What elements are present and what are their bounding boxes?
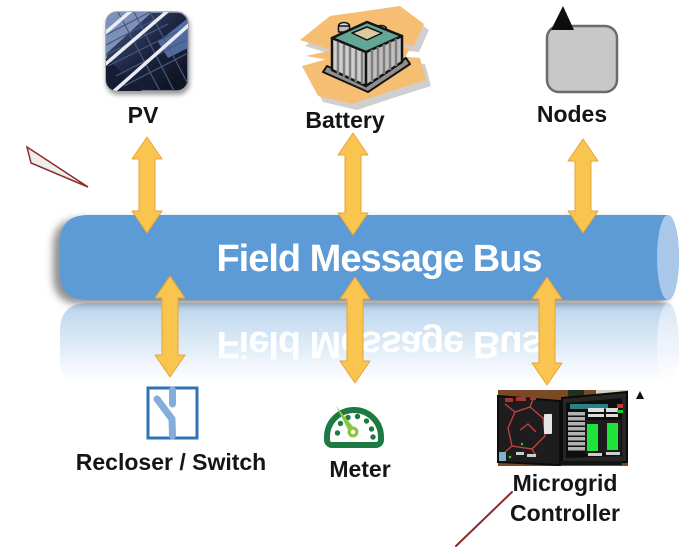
recloser-switch-symbol-icon [146, 386, 199, 440]
laser-pointer-streak-top-left [25, 145, 89, 188]
meter-label: Meter [329, 456, 390, 482]
battery-label: Battery [305, 107, 384, 133]
nodes-group: Nodes [537, 6, 619, 127]
bus-arrows [131, 132, 599, 386]
recloser-bus-arrow [154, 275, 186, 378]
battery-group: Battery [300, 6, 431, 133]
node-box-icon [545, 6, 619, 94]
field-message-bus: Field Message Bus [60, 215, 680, 300]
meter-bus-arrow [339, 276, 371, 384]
pv-bus-arrow [131, 136, 163, 234]
recloser-group: Recloser / Switch [76, 386, 266, 475]
small-triangle-marker [636, 391, 644, 399]
battery-bus-arrow [337, 132, 369, 236]
microgrid-bus-arrow [531, 276, 563, 386]
bus-end-cap [657, 215, 679, 300]
solar-panel-photo-icon [105, 11, 189, 92]
meter-group: Meter [324, 406, 391, 482]
pv-group: PV [105, 11, 189, 128]
microgrid-label-line2: Controller [510, 500, 620, 526]
control-room-photo-icon [497, 390, 628, 467]
battery-clipart-icon [300, 6, 431, 110]
pv-label: PV [128, 102, 159, 128]
nodes-label: Nodes [537, 101, 607, 127]
nodes-bus-arrow [567, 138, 599, 234]
node-triangle-marker [551, 6, 574, 30]
bus-label: Field Message Bus [216, 238, 541, 280]
bus-cylinder [60, 215, 680, 300]
laser-pointer-line-bottom [455, 491, 513, 547]
recloser-label: Recloser / Switch [76, 449, 266, 475]
microgrid-label-line1: Microgrid [513, 470, 618, 496]
microgrid-group: Microgrid Controller [497, 390, 644, 526]
bus-label-reflection: Field Message Bus [216, 323, 541, 365]
bus-reflection: Field Message Bus [60, 303, 680, 388]
gauge-meter-icon [324, 406, 384, 448]
